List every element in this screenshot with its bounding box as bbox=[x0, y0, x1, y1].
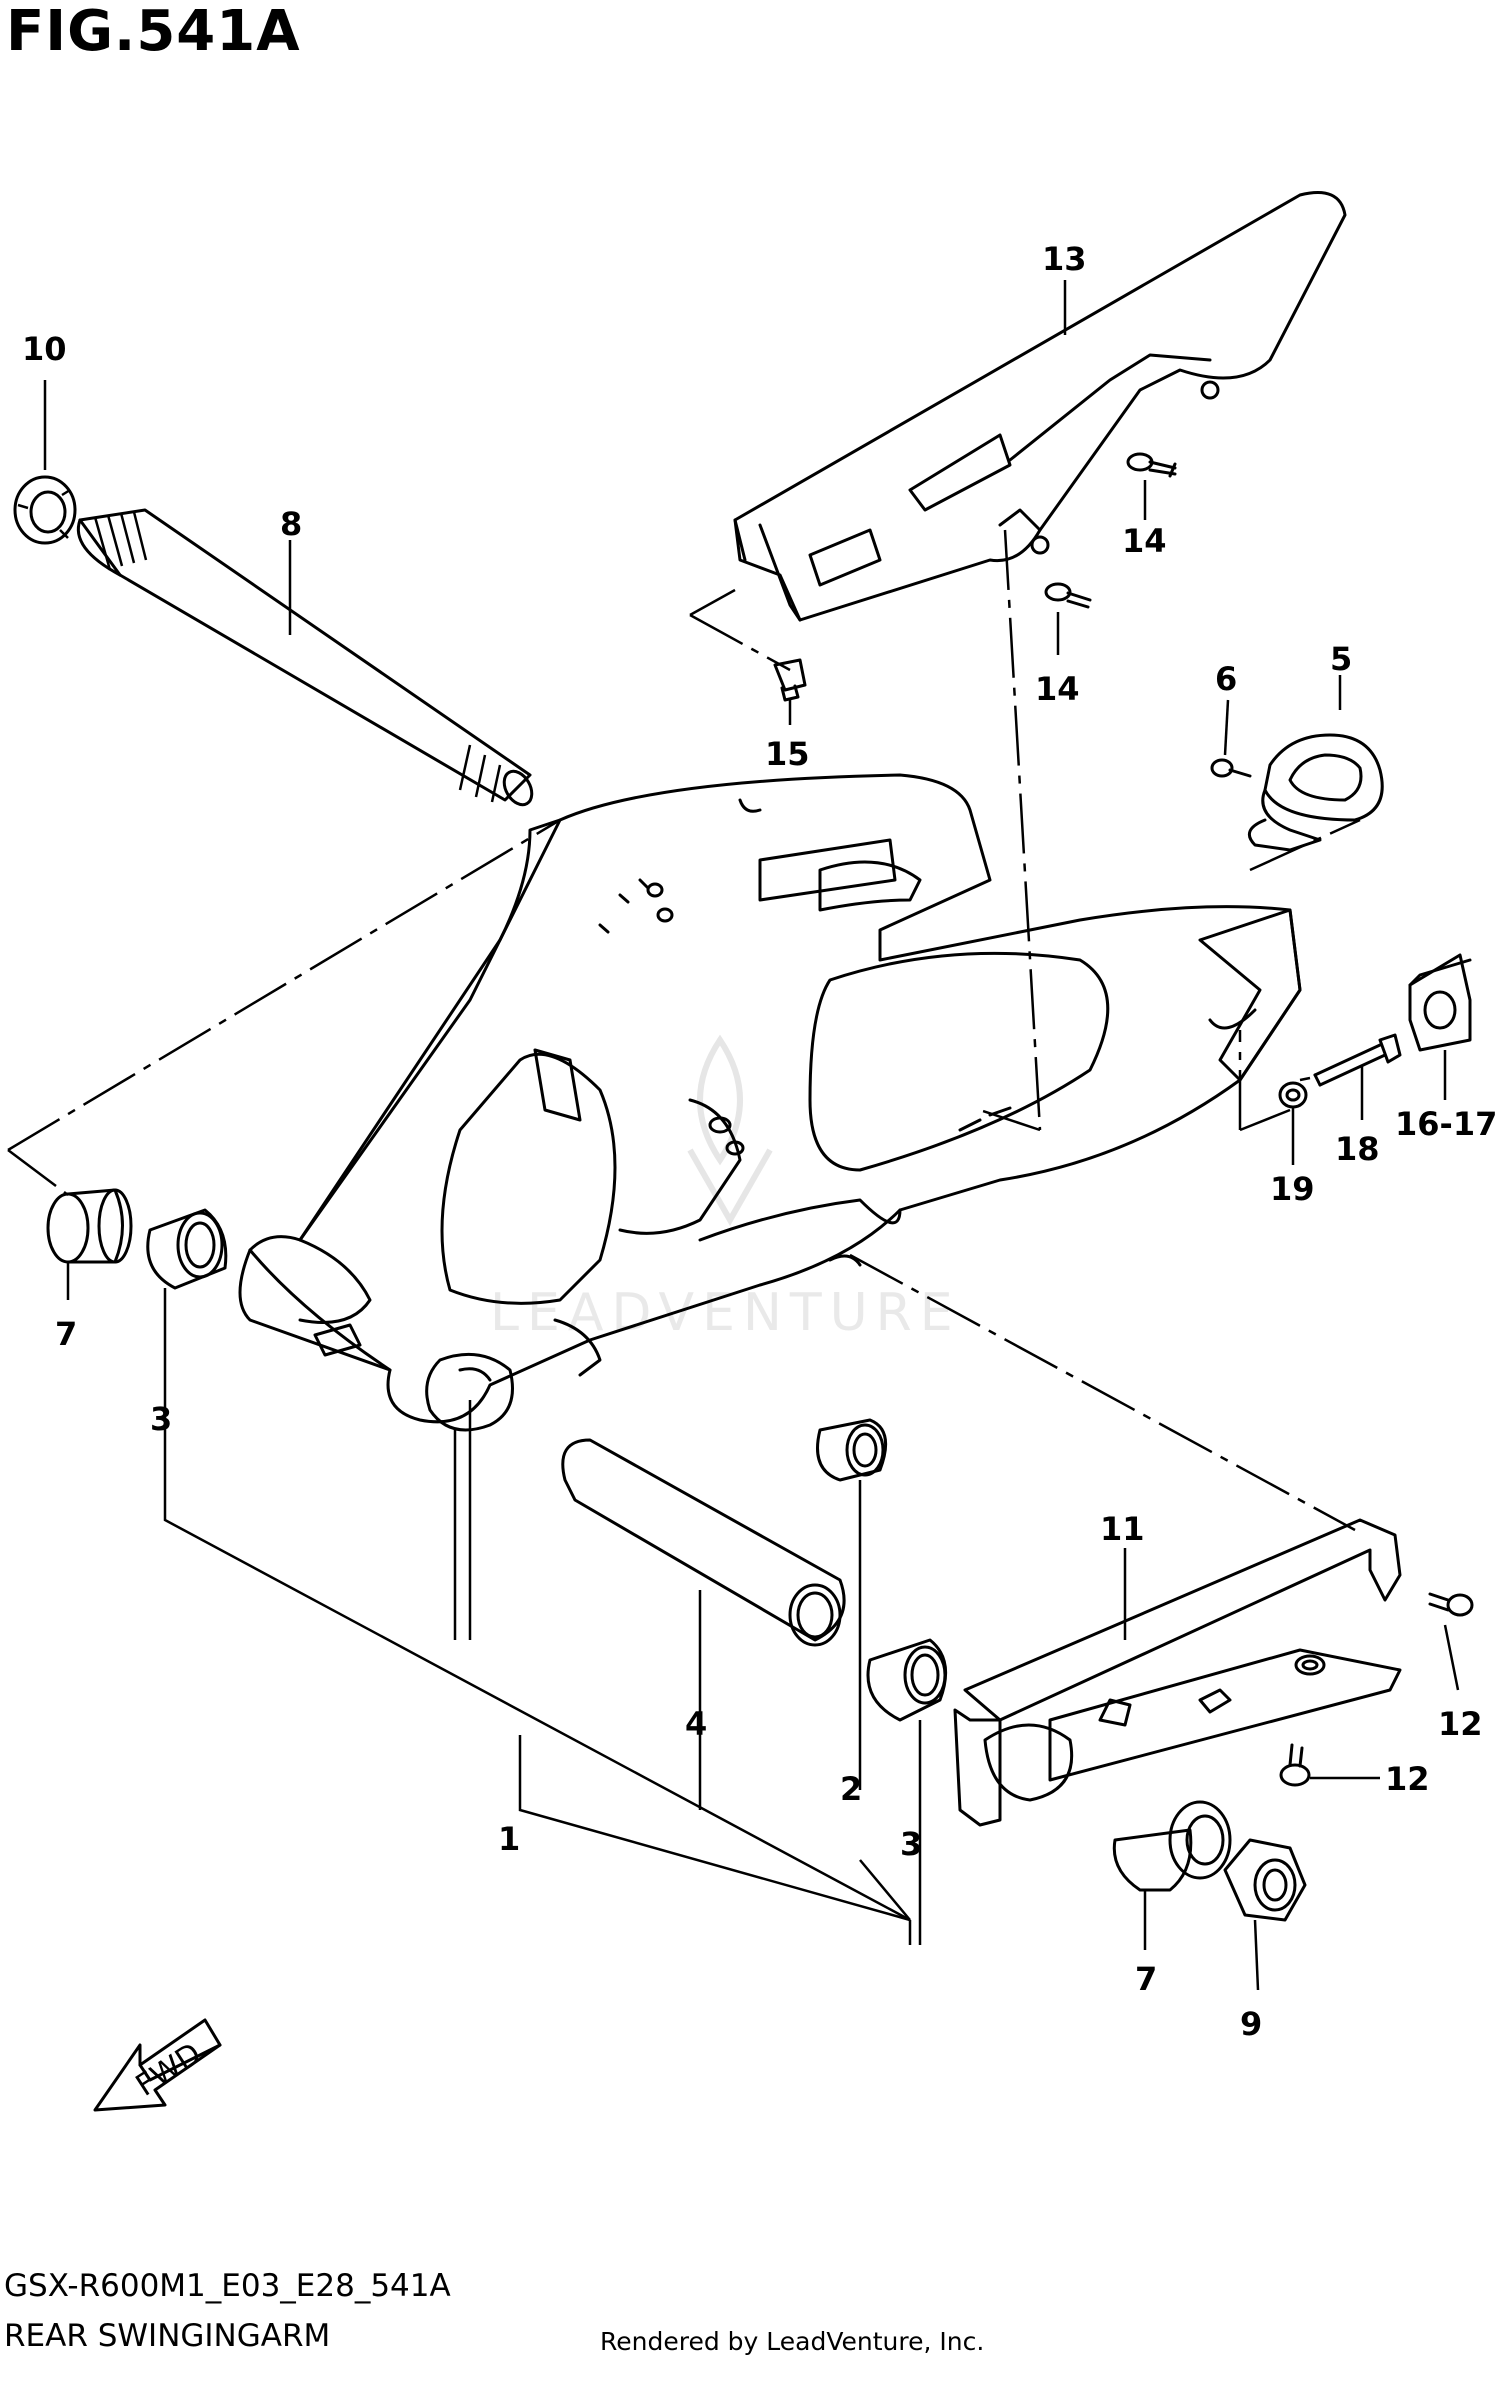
callout-12-upper: 12 bbox=[1438, 1705, 1483, 1743]
diagram-name: REAR SWINGINGARM bbox=[4, 2318, 331, 2354]
collar-left bbox=[46, 1188, 133, 1264]
callout-14-upper: 14 bbox=[1122, 522, 1167, 560]
pivot-nut bbox=[1223, 1838, 1307, 1922]
pivot-shaft bbox=[77, 508, 534, 807]
leader-lines bbox=[7, 280, 1460, 1991]
adjuster-bolt bbox=[1313, 1033, 1402, 1087]
lock-nut bbox=[13, 475, 77, 545]
callout-8: 8 bbox=[280, 505, 302, 543]
chain-guard-bracket bbox=[1247, 733, 1384, 852]
adjuster-nut bbox=[1278, 1081, 1308, 1109]
callout-14-lower: 14 bbox=[1035, 670, 1080, 708]
callout-labels: 1 2 3 3 4 5 6 7 7 8 9 10 11 12 12 13 14 … bbox=[22, 240, 1497, 2043]
bearing-left bbox=[146, 1208, 228, 1290]
spacer-tube bbox=[561, 1438, 846, 1647]
callout-3-left: 3 bbox=[150, 1400, 172, 1438]
callout-5: 5 bbox=[1330, 640, 1352, 678]
chain-cover bbox=[733, 191, 1347, 622]
swingarm-body bbox=[238, 773, 1302, 1432]
collar-right bbox=[1112, 1800, 1232, 1892]
cover-clip bbox=[773, 658, 807, 702]
figure-title: FIG.541A bbox=[6, 0, 301, 64]
buffer-screw-upper bbox=[1428, 1592, 1474, 1617]
callout-19: 19 bbox=[1270, 1170, 1315, 1208]
callout-4: 4 bbox=[685, 1705, 707, 1743]
needle-bearing bbox=[816, 1418, 888, 1482]
callout-11: 11 bbox=[1100, 1510, 1145, 1548]
chain-buffer bbox=[953, 1518, 1402, 1827]
fwd-arrow-icon: FWD bbox=[93, 2018, 222, 2112]
render-credit: Rendered by LeadVenture, Inc. bbox=[600, 2327, 985, 2356]
callout-1: 1 bbox=[498, 1820, 520, 1858]
chain-cover-bolt-upper bbox=[1126, 452, 1177, 478]
watermark-text: LEADVENTURE bbox=[490, 1283, 961, 1343]
callout-10: 10 bbox=[22, 330, 67, 368]
callout-13: 13 bbox=[1042, 240, 1087, 278]
bearing-right bbox=[866, 1638, 948, 1722]
callout-7-left: 7 bbox=[55, 1315, 77, 1353]
callout-3-right: 3 bbox=[900, 1825, 922, 1863]
callout-16-17: 16-17 bbox=[1395, 1105, 1497, 1143]
diagram-code: GSX-R600M1_E03_E28_541A bbox=[4, 2268, 451, 2304]
chain-cover-bolt-lower bbox=[1044, 582, 1092, 609]
callout-12-lower: 12 bbox=[1385, 1760, 1430, 1798]
callout-9: 9 bbox=[1240, 2005, 1262, 2043]
callout-7-right: 7 bbox=[1135, 1960, 1157, 1998]
buffer-screw-lower bbox=[1279, 1743, 1311, 1787]
callout-6: 6 bbox=[1215, 660, 1237, 698]
callout-15: 15 bbox=[765, 735, 810, 773]
bracket-screw bbox=[1210, 758, 1252, 778]
callout-18: 18 bbox=[1335, 1130, 1380, 1168]
callout-2: 2 bbox=[840, 1770, 862, 1808]
chain-adjuster bbox=[1408, 953, 1472, 1052]
